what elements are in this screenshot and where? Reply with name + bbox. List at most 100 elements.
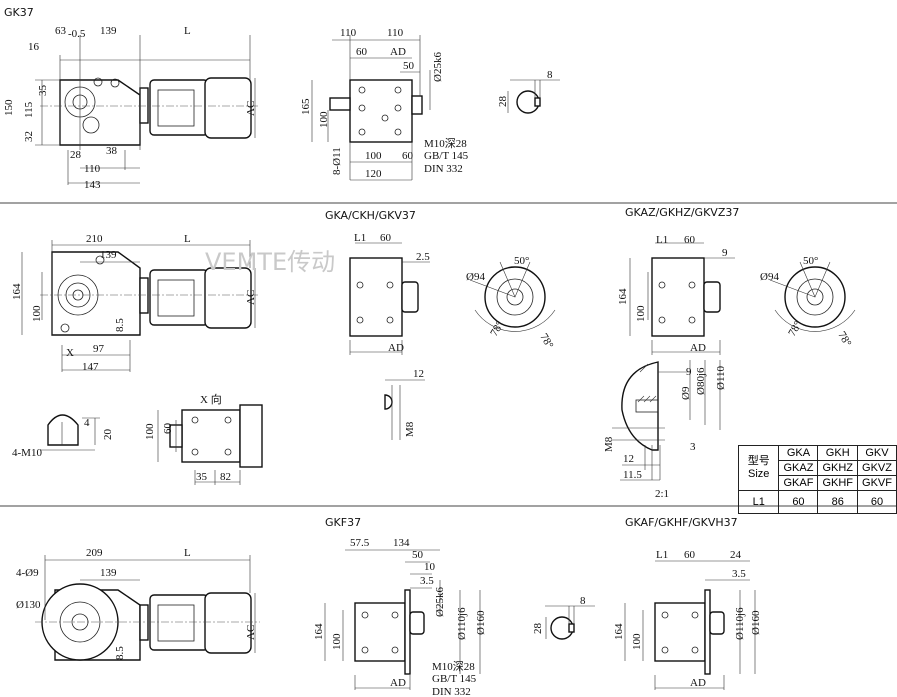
l1-value: 60	[778, 490, 819, 514]
dimension-label: Ø110	[715, 365, 727, 390]
dimension-label: 100	[365, 150, 382, 162]
dimension-label: 164	[613, 623, 625, 640]
dimension-label: 100	[635, 305, 647, 322]
dimension-label: 2.5	[416, 251, 430, 263]
dimension-label: 9	[722, 247, 728, 259]
dimension-label: 8	[547, 69, 553, 81]
dimension-label: L	[184, 233, 191, 245]
dimension-label: 10	[424, 561, 436, 573]
dimension-label: Ø160	[750, 610, 762, 635]
gkf-side-view	[324, 549, 481, 690]
dimension-label: 4-M10	[12, 447, 42, 459]
dimension-label: DIN 332	[424, 163, 463, 175]
dimension-label: DIN 332	[432, 686, 471, 697]
dimension-label: 139	[100, 249, 117, 261]
size-cell: GKAZ	[778, 460, 819, 476]
dimension-label: 164	[313, 623, 325, 640]
gkaz-flange-circle-view	[769, 261, 856, 332]
dimension-label: 60	[402, 150, 414, 162]
dimension-label: L1	[656, 234, 668, 246]
dimension-label: Ø110j6	[734, 607, 746, 640]
dimension-label: 209	[86, 547, 103, 559]
dimension-label: 60	[356, 46, 368, 58]
dimension-label: 63	[55, 25, 67, 37]
dimension-label: 60	[380, 232, 392, 244]
dimension-label: 110	[340, 27, 357, 39]
dimension-label: 4-Ø9	[16, 567, 39, 579]
dimension-label: -0.5	[68, 28, 86, 40]
dimension-label: 4	[84, 417, 90, 429]
dimension-label: X	[66, 347, 74, 359]
dimension-label: 2:1	[655, 488, 669, 500]
dimension-label: 115	[23, 101, 35, 118]
dimension-label: 100	[318, 111, 330, 128]
dimension-label: Ø94	[760, 271, 779, 283]
size-label-en: Size	[748, 468, 770, 480]
dimension-label: AD	[390, 677, 406, 689]
dimension-label: 164	[617, 288, 629, 305]
dimension-label: 100	[31, 305, 43, 322]
dimension-label: 164	[11, 283, 23, 300]
dimension-label: L	[184, 25, 191, 37]
dimension-label: 165	[300, 98, 312, 115]
dimension-label: M10深28	[424, 137, 467, 150]
gka-flange-circle-view	[469, 261, 556, 332]
dimension-label: Ø94	[466, 271, 485, 283]
dimension-label: 60	[684, 549, 696, 561]
dimension-label: Ø80j6	[695, 367, 707, 395]
dimension-label: M8	[404, 421, 416, 437]
dimension-label: AD	[690, 342, 706, 354]
dimension-label: 8.5	[114, 646, 126, 660]
dimension-label: M10深28	[432, 660, 475, 673]
dimension-label: AD	[388, 342, 404, 354]
dimension-label: 110	[387, 27, 404, 39]
dimension-label: 100	[331, 633, 343, 650]
dimension-label: 12	[413, 368, 424, 380]
dimension-label: AC	[245, 625, 257, 640]
l1-value: 86	[817, 490, 858, 514]
gkaz-section-detail	[612, 360, 721, 481]
dimension-label: 57.5	[350, 537, 370, 549]
dimension-label: Ø160	[475, 610, 487, 635]
gka-side-view	[349, 242, 430, 355]
dimension-label: 20	[102, 429, 114, 441]
dimension-label: 139	[100, 567, 117, 579]
dimension-label: AC	[245, 290, 257, 305]
dimension-label: 78°	[835, 330, 853, 349]
dimension-label: 139	[100, 25, 117, 37]
view-title: GKAF/GKHF/GKVH37	[625, 516, 738, 529]
dimension-label: 3.5	[732, 568, 746, 580]
dimension-label: 24	[730, 549, 742, 561]
size-cell: GKH	[817, 445, 858, 461]
dimension-label: 35	[196, 471, 208, 483]
dimension-label: 147	[82, 361, 99, 373]
dimension-label: 60	[684, 234, 696, 246]
dimension-label: 50°	[803, 255, 818, 267]
dimension-label: Ø9	[680, 386, 692, 400]
dimension-label: GB/T 145	[432, 673, 477, 685]
dimension-label: 28	[497, 96, 509, 108]
size-cell: GKHZ	[817, 460, 858, 476]
size-cell: GKVF	[857, 475, 897, 491]
gka-foot-detail	[40, 414, 100, 451]
gka-pin-detail	[384, 379, 425, 440]
dimension-label: 82	[220, 471, 231, 483]
dimension-label: L1	[656, 549, 668, 561]
dimension-label: 12	[623, 453, 634, 465]
dimension-label: 210	[86, 233, 103, 245]
dimension-label: Ø25k6	[432, 52, 444, 82]
size-cell: GKVZ	[857, 460, 897, 476]
dimension-label: 50	[412, 549, 424, 561]
view-title: GK37	[4, 6, 34, 19]
dimension-label: Ø25k6	[434, 587, 446, 617]
dimension-label: 110	[84, 163, 101, 175]
dimension-label: AD	[690, 677, 706, 689]
dimension-label: 8	[580, 595, 586, 607]
size-cell: GKA	[778, 445, 819, 461]
view-title: GKA/CKH/GKV37	[325, 209, 416, 222]
gk37-shaft-keyway-view	[507, 79, 560, 114]
size-cell: GKV	[857, 445, 897, 461]
